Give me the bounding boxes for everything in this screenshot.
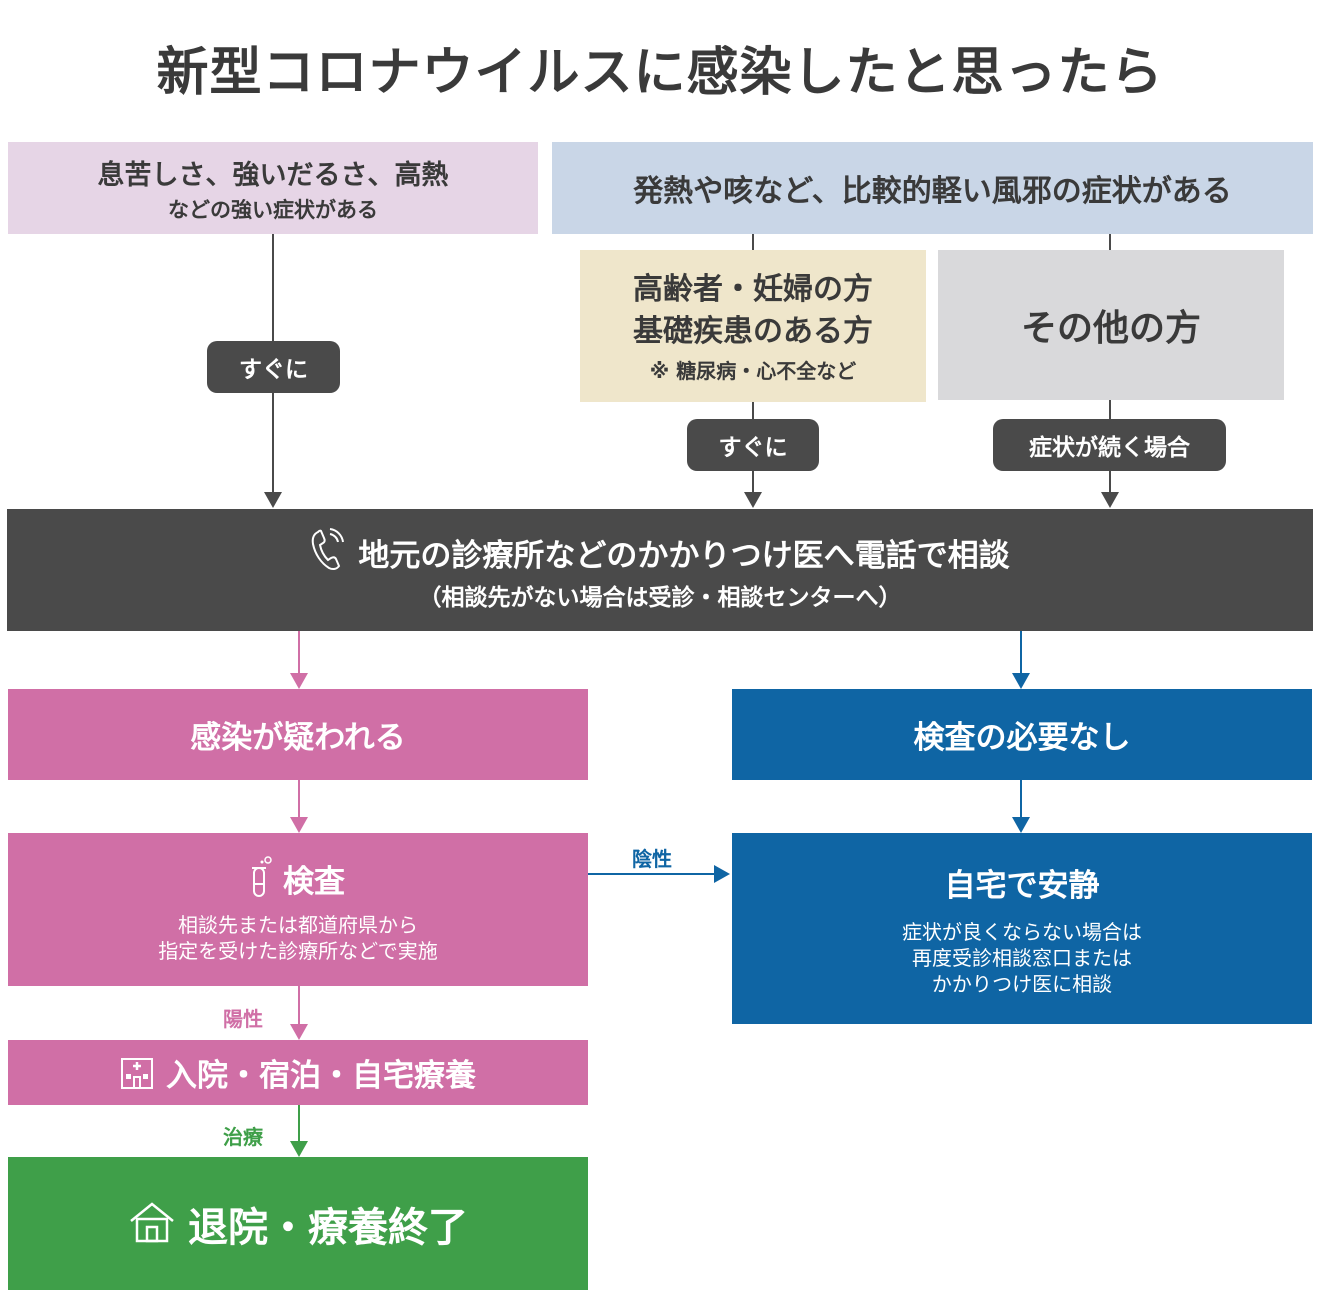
elderly-line1: 高齢者・妊婦の方 [633, 271, 873, 307]
label-positive: 陽性 [223, 1007, 263, 1031]
arrow-call-to-suspected [290, 673, 308, 689]
home-rest-line1: 症状が良くならない場合は [902, 920, 1142, 944]
test-tube-icon [251, 855, 273, 902]
home-rest-box: 自宅で安静 症状が良くならない場合は 再度受診相談窓口または かかりつけ医に相談 [732, 833, 1312, 1024]
arrow-test-to-home [714, 865, 730, 883]
arrow-test-to-hospital [290, 1024, 308, 1040]
hospital-box: 入院・宿泊・自宅療養 [8, 1040, 588, 1105]
severe-line1: 息苦しさ、強いだるさ、高熱 [97, 159, 449, 191]
pill-immediately-left: すぐに [207, 341, 340, 393]
arrow-severe-to-call [264, 492, 282, 508]
others-text: その他の方 [1020, 308, 1201, 349]
no-test-box: 検査の必要なし [732, 689, 1312, 780]
test-line1: 相談先または都道府県から [178, 912, 418, 937]
elderly-note: ※ 糖尿病・心不全など [649, 358, 857, 383]
suspected-text: 感染が疑われる [190, 720, 406, 756]
severe-symptoms-box: 息苦しさ、強いだるさ、高熱 などの強い症状がある [8, 142, 538, 234]
elderly-line2: 基礎疾患のある方 [633, 313, 873, 349]
suspected-box: 感染が疑われる [8, 689, 588, 780]
arrow-hospital-to-discharge [290, 1141, 308, 1157]
call-line1: 地元の診療所などのかかりつけ医へ電話で相談 [358, 537, 1010, 574]
pill-immediately-mid: すぐに [687, 419, 819, 471]
house-icon [128, 1201, 176, 1247]
home-rest-title: 自宅で安静 [944, 868, 1100, 904]
phone-icon [310, 528, 345, 576]
home-rest-line3: かかりつけ医に相談 [931, 972, 1113, 996]
hospital-text: 入院・宿泊・自宅療養 [166, 1058, 476, 1094]
pill-symptoms-continue: 症状が続く場合 [993, 419, 1226, 471]
elderly-box: 高齢者・妊婦の方 基礎疾患のある方 ※ 糖尿病・心不全など [580, 250, 926, 402]
severe-line2: などの強い症状がある [168, 197, 378, 222]
mild-text: 発熱や咳など、比較的軽い風邪の症状がある [633, 174, 1232, 209]
arrow-call-to-no-test [1012, 673, 1030, 689]
arrow-elderly-to-call [744, 492, 762, 508]
hospital-icon [120, 1053, 154, 1093]
discharge-box: 退院・療養終了 [8, 1157, 588, 1290]
arrow-suspected-to-test [290, 817, 308, 833]
test-box: 検査 相談先または都道府県から 指定を受けた診療所などで実施 [8, 833, 588, 986]
discharge-text: 退院・療養終了 [188, 1204, 468, 1251]
others-box: その他の方 [938, 250, 1284, 400]
call-line2: （相談先がない場合は受診・相談センターへ） [418, 585, 902, 611]
call-doctor-box: 地元の診療所などのかかりつけ医へ電話で相談 （相談先がない場合は受診・相談センタ… [7, 509, 1313, 631]
arrow-others-to-call [1101, 492, 1119, 508]
test-title: 検査 [283, 864, 345, 900]
arrow-no-test-to-home [1012, 817, 1030, 833]
page-title: 新型コロナウイルスに感染したと思ったら [156, 43, 1164, 103]
test-line2: 指定を受けた診療所などで実施 [158, 938, 438, 963]
label-treatment: 治療 [223, 1125, 263, 1149]
label-negative: 陰性 [632, 847, 672, 871]
home-rest-line2: 再度受診相談窓口または [912, 946, 1132, 970]
no-test-text: 検査の必要なし [913, 720, 1131, 756]
mild-symptoms-box: 発熱や咳など、比較的軽い風邪の症状がある [552, 142, 1313, 234]
